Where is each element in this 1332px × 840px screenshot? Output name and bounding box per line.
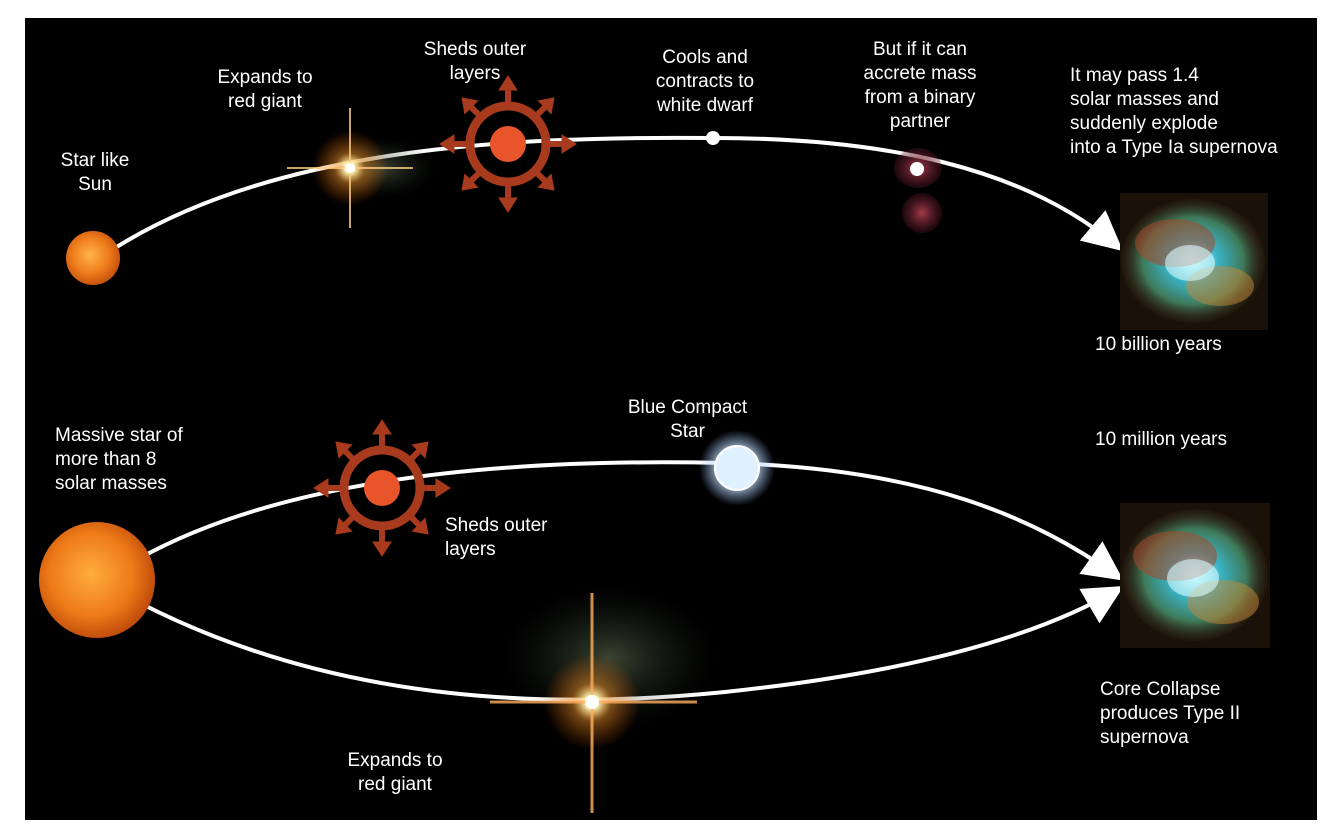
- label-massive-star: Massive star of more than 8 solar masses: [55, 425, 183, 494]
- red-giant-icon: [287, 108, 435, 228]
- label-core-collapse: Core Collapse produces Type II supernova: [1100, 679, 1241, 748]
- white-dwarf-icon: [706, 131, 720, 145]
- top-track-path: [113, 135, 1124, 252]
- bottom-lower-path: [139, 585, 1124, 702]
- label-type-ia-supernova: It may pass 1.4 solar masses and suddenl…: [1070, 65, 1278, 158]
- label-bottom-sheds-outer-layers: Sheds outer layers: [445, 515, 548, 560]
- label-10-billion-years: 10 billion years: [1095, 334, 1222, 355]
- label-10-million-years: 10 million years: [1095, 429, 1227, 450]
- blue-compact-star-icon: [699, 430, 775, 506]
- diagram-panel: Star like Sun Expands to red giant Sheds…: [25, 18, 1317, 820]
- supernova-remnant-icon: [1120, 503, 1270, 648]
- label-white-dwarf: Cools and contracts to white dwarf: [655, 47, 755, 116]
- sun-like-star-icon: [66, 231, 120, 285]
- label-star-like-sun: Star like Sun: [60, 150, 130, 195]
- label-bottom-expands-red-giant: Expands to red giant: [347, 750, 443, 795]
- massive-star-icon: [39, 522, 155, 638]
- label-top-expands-red-giant: Expands to red giant: [217, 67, 313, 112]
- label-blue-compact-star: Blue Compact Star: [627, 397, 748, 442]
- stellar-evolution-art: [39, 18, 1270, 813]
- label-accrete-mass: But if it can accrete mass from a binary…: [863, 39, 977, 132]
- bottom-upper-path: [139, 460, 1124, 581]
- label-top-sheds-outer-layers: Sheds outer layers: [423, 39, 527, 84]
- binary-partner-icon: [894, 148, 942, 233]
- red-giant-icon: [490, 588, 715, 813]
- supernova-remnant-icon: [1120, 193, 1268, 330]
